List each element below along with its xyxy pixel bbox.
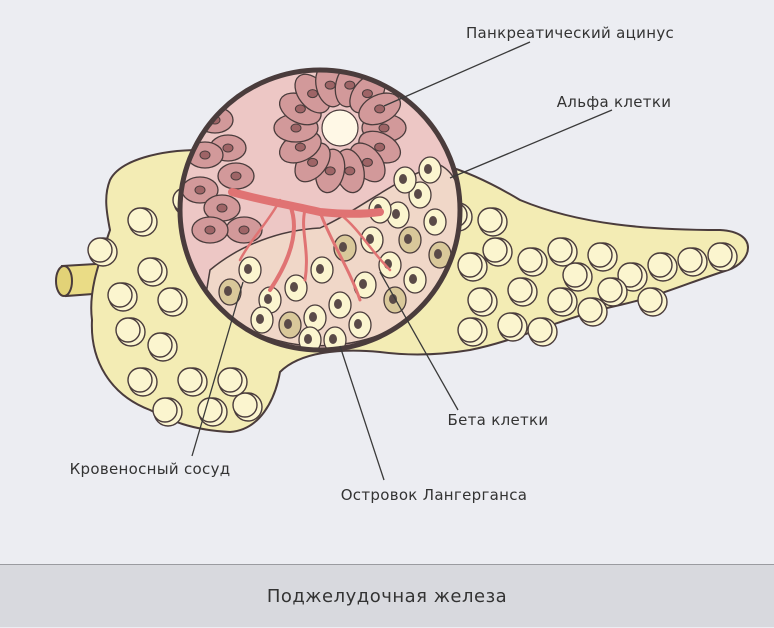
pancreas-cell [137,257,168,287]
leader-lines [191,41,613,481]
beta-cell [408,181,432,209]
alpha-cell [278,311,302,339]
acinus-cell [191,216,229,244]
beta-cell [348,311,372,339]
beta-cell [403,266,427,294]
pancreas-cell [527,317,558,347]
beta-cell [418,156,442,184]
pancreas-cell [457,317,488,347]
pancreas-cell [597,277,628,307]
pancreas-cell [457,252,488,282]
beta-cell [298,326,322,350]
blood-vessel [228,188,392,302]
acinus-cell [225,216,263,244]
beta-cell [393,166,417,194]
pancreas-cell [115,317,146,347]
label-blood-vessel: Кровеносный сосуд [70,460,231,478]
beta-cell [423,208,447,236]
label-acinus: Панкреатический ацинус [466,24,674,42]
diagram-caption: Поджелудочная железа [266,586,508,607]
beta-cell [250,306,274,334]
beta-cell [238,256,262,284]
pancreas-cell [87,237,118,267]
label-alpha-cells: Альфа клетки [557,93,672,111]
magnified-view [177,67,463,353]
beta-cell [378,251,402,279]
acinus-lumen [321,109,359,147]
pancreas-cell [482,237,513,267]
beta-cell [303,304,327,332]
acinus-cell [203,194,241,222]
pancreas-cell [517,247,548,277]
beta-cell [310,256,334,284]
pancreas-cell [232,392,263,422]
beta-cell [328,291,352,319]
alpha-cell [218,278,242,306]
pancreatic-acinus [273,70,407,194]
label-beta-cells: Бета клетки [448,411,549,429]
pancreas-cell [127,367,158,397]
pancreas-cell [152,397,183,427]
islet-cells [218,156,452,350]
pancreas-cell [177,367,208,397]
pancreas-cell [637,287,668,317]
pancreas-cell [497,312,528,342]
pancreas-cell [107,282,138,312]
pancreas-cell [127,207,158,237]
pancreas-cell [467,287,498,317]
pancreas-cell [562,262,593,292]
pancreas-cell [587,242,618,272]
acinus-cell [217,162,255,190]
pancreas-cell [577,297,608,327]
pancreas-cell [707,242,738,272]
pancreas-cell [547,237,578,267]
pancreas-cell [507,277,538,307]
alpha-cell [398,226,422,254]
pancreas-cell [157,287,188,317]
pancreas-cell [477,207,508,237]
pancreas-cell [647,252,678,282]
alpha-cell [383,286,407,314]
pancreas-cell [217,367,248,397]
label-langerhans-islet: Островок Лангерганса [341,486,528,504]
pancreas-cell [677,247,708,277]
caption-bar: Поджелудочная железа [0,564,774,627]
pancreas-cell [617,262,648,292]
beta-cell [284,274,308,302]
pancreas-cell [147,332,178,362]
beta-cell [353,271,377,299]
beta-cell [360,226,384,254]
acinus-cell [358,92,402,126]
pancreas-cell [547,287,578,317]
